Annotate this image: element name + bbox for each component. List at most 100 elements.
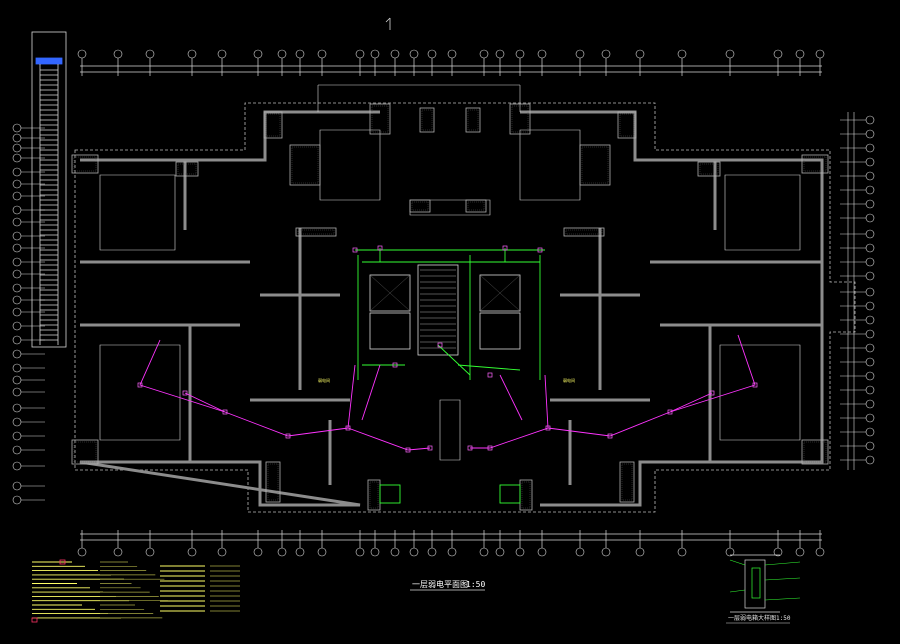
column-outline [465, 199, 487, 213]
column-hatch [565, 229, 603, 235]
axis-bubble-icon [865, 243, 875, 253]
axis-bubble-icon [865, 413, 875, 423]
column-hatch [411, 201, 429, 211]
device-square-icon [607, 433, 613, 439]
device-square-icon [437, 342, 443, 348]
column-outline [71, 439, 99, 465]
axis-bubble-icon [495, 49, 505, 59]
axis-bubble-icon [12, 153, 22, 163]
axis-bubble-icon [725, 547, 735, 557]
column-outline [579, 144, 611, 186]
column-hatch [467, 109, 479, 131]
axis-bubble-icon [12, 387, 22, 397]
column-outline [563, 227, 605, 237]
axis-bubble-icon [865, 371, 875, 381]
column-hatch [803, 441, 827, 463]
left-elevation-strip [31, 31, 67, 348]
axis-bubble-icon [77, 49, 87, 59]
device-square-icon [137, 382, 143, 388]
device-square-icon [392, 362, 398, 368]
axis-bubble-icon [295, 49, 305, 59]
axis-bubble-icon [253, 547, 263, 557]
axis-bubble-icon [601, 49, 611, 59]
axis-bubble-icon [409, 49, 419, 59]
detail-leader [729, 589, 746, 593]
device-square-icon [487, 445, 493, 451]
axis-bubble-icon [537, 547, 547, 557]
axis-bubble-icon [145, 547, 155, 557]
axis-bubble-icon [12, 257, 22, 267]
axis-bubble-icon [12, 143, 22, 153]
device-square-icon [537, 247, 543, 253]
axis-bubble-icon [601, 547, 611, 557]
axis-bubble-icon [427, 547, 437, 557]
detail-title-block: 一层弱电箱大样图 1:50 [726, 614, 791, 624]
axis-bubble-icon [12, 205, 22, 215]
column-hatch [511, 105, 529, 133]
axis-bubble-icon [253, 49, 263, 59]
column-outline [175, 161, 199, 177]
axis-bubble-icon [12, 179, 22, 189]
column-hatch [581, 146, 609, 184]
main-title-block: 一层弱电平面图 1:50 [410, 579, 485, 591]
axis-bubble-icon [12, 295, 22, 305]
outer-dashed-boundary [74, 102, 856, 513]
axis-bubble-icon [277, 49, 287, 59]
axis-bubble-icon [277, 547, 287, 557]
legend-symbol [59, 559, 66, 565]
column-hatch [177, 163, 197, 175]
axis-bubble-icon [370, 49, 380, 59]
column-outline [265, 461, 281, 503]
axis-bubble-icon [677, 49, 687, 59]
axis-bubble-icon [12, 481, 22, 491]
column-hatch [621, 463, 633, 501]
device-square-icon [752, 382, 758, 388]
axis-bubble-icon [317, 547, 327, 557]
axis-bubble-icon [635, 49, 645, 59]
column-hatch [73, 441, 97, 463]
column-hatch [371, 105, 389, 133]
axis-bubble-icon [865, 143, 875, 153]
axis-bubble-icon [355, 547, 365, 557]
device-square-icon [345, 425, 351, 431]
axis-bubble-icon [865, 271, 875, 281]
axis-bubble-icon [865, 115, 875, 125]
axis-bubble-icon [865, 399, 875, 409]
axis-bubble-icon [12, 403, 22, 413]
axis-bubble-icon [12, 217, 22, 227]
detail-leader [764, 561, 801, 566]
column-outline [71, 154, 99, 174]
axis-bubble-icon [12, 231, 22, 241]
axis-bubble-icon [12, 123, 22, 133]
axis-bubble-icon [773, 547, 783, 557]
axis-bubble-icon [495, 547, 505, 557]
axis-bubble-icon [795, 547, 805, 557]
column-outline [289, 144, 321, 186]
axis-bubble-icon [390, 49, 400, 59]
column-outline [509, 103, 531, 135]
main-title: 一层弱电平面图 [412, 579, 468, 589]
column-outline [617, 111, 637, 139]
column-hatch [265, 113, 281, 137]
device-symbols [137, 245, 758, 453]
column-outline [263, 111, 283, 139]
device-square-icon [502, 245, 508, 251]
column-hatch [291, 146, 319, 184]
axis-bubble-icon [12, 191, 22, 201]
axis-bubble-icon [865, 315, 875, 325]
axis-bubble-icon [12, 133, 22, 143]
axis-bubble-icon [12, 363, 22, 373]
main-scale: 1:50 [466, 580, 485, 589]
device-square-icon [467, 445, 473, 451]
axis-bubble-icon [677, 547, 687, 557]
axis-bubble-icon [865, 157, 875, 167]
axis-bubble-icon [865, 385, 875, 395]
column-hatch [267, 463, 279, 501]
detail-scale: 1:50 [776, 615, 791, 622]
column-hatch [521, 481, 531, 509]
axis-bubble-icon [12, 417, 22, 427]
axis-bubble-icon [295, 547, 305, 557]
axis-bubble-icon [865, 287, 875, 297]
axis-bubble-icon [12, 307, 22, 317]
